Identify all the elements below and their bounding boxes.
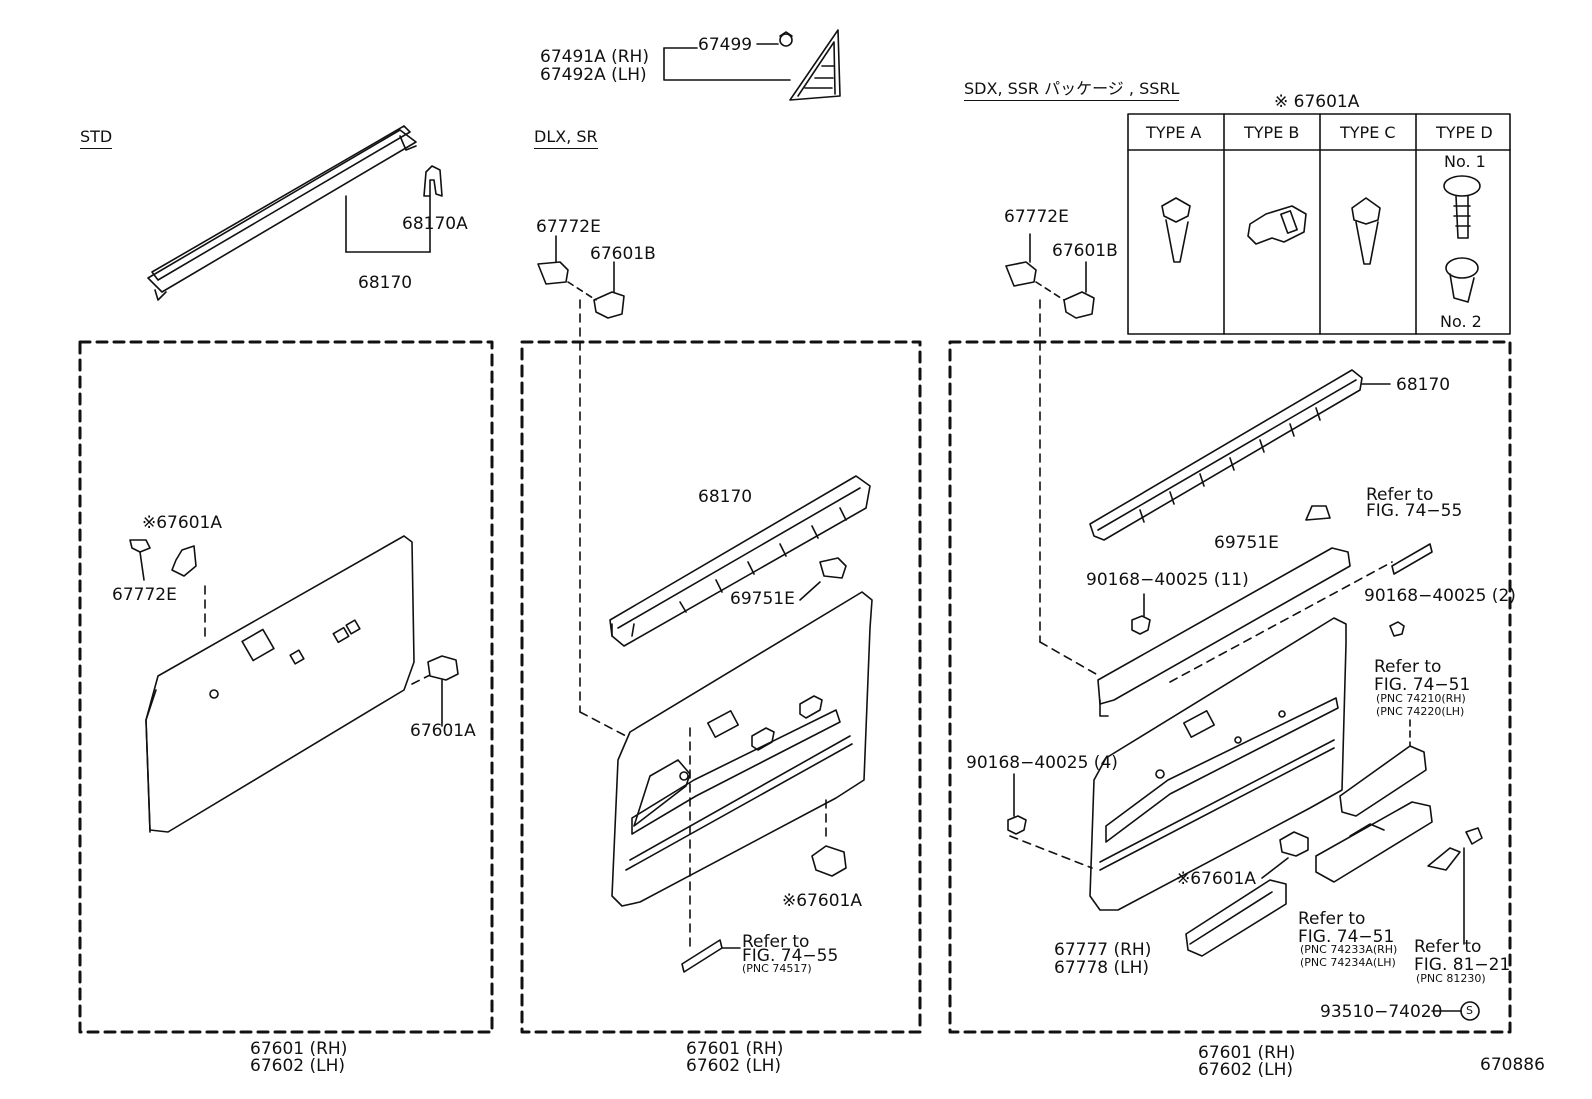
dlx-header: DLX, SR	[534, 128, 598, 149]
dlx-ref-1: Refer to	[742, 932, 810, 952]
sdx-ref-d-3: (PNC 81230)	[1416, 972, 1486, 985]
dlx-69751e: 69751E	[730, 589, 795, 609]
label-67499: 67499	[698, 35, 753, 55]
sdx-screw-2: 90168−40025 (2)	[1364, 586, 1516, 606]
triangle-cover	[663, 29, 841, 101]
type-d-label: TYPE D	[1436, 123, 1493, 142]
dlx-ref-2: FIG. 74−55	[742, 946, 839, 966]
sdx-ref-b-1: Refer to	[1374, 657, 1442, 677]
std-67601a-star: ※67601A	[142, 513, 222, 533]
sdx-ref-b-4: (PNC 74220(LH)	[1376, 705, 1465, 718]
sdx-67601b: 67601B	[1052, 241, 1118, 261]
sdx-ref-c-4: (PNC 74234A(LH)	[1300, 956, 1396, 969]
dlx-ref-3: (PNC 74517)	[742, 962, 812, 975]
sdx-ref-c-1: Refer to	[1298, 909, 1366, 929]
type-table	[1127, 113, 1511, 335]
dlx-lh: 67602 (LH)	[686, 1056, 782, 1076]
s-mark	[1431, 1001, 1480, 1021]
figure-number: 670886	[1480, 1055, 1545, 1075]
sdx-ref-d-2: FIG. 81−21	[1414, 955, 1511, 975]
type-table-title: ※ 67601A	[1274, 92, 1360, 112]
type-d-no1: No. 1	[1444, 152, 1486, 171]
dlx-67601b: 67601B	[590, 244, 656, 264]
sdx-ref-c-2: FIG. 74−51	[1298, 927, 1395, 947]
std-lh: 67602 (LH)	[250, 1056, 346, 1076]
sdx-clips	[1005, 233, 1097, 675]
sdx-screw-11: 90168−40025 (11)	[1086, 570, 1249, 590]
sdx-67772e: 67772E	[1004, 207, 1069, 227]
std-68170: 68170	[358, 273, 413, 293]
label-67492a: 67492A (LH)	[540, 65, 647, 85]
frame-sdx	[948, 340, 1512, 1034]
sdx-67777: 67777 (RH)	[1054, 940, 1152, 960]
sdx-ref-b-2: FIG. 74−51	[1374, 675, 1471, 695]
sdx-ref-d-1: Refer to	[1414, 937, 1482, 957]
dlx-68170: 68170	[698, 487, 753, 507]
sdx-armrests	[1185, 719, 1483, 957]
frame-std	[78, 340, 494, 1034]
sdx-rh: 67601 (RH)	[1198, 1043, 1296, 1063]
dlx-67772e: 67772E	[536, 217, 601, 237]
sdx-93510: 93510−74020	[1320, 1002, 1443, 1022]
dlx-clips	[537, 235, 627, 737]
std-rh: 67601 (RH)	[250, 1039, 348, 1059]
dlx-rh: 67601 (RH)	[686, 1039, 784, 1059]
std-door-panel	[129, 535, 459, 833]
sdx-67778: 67778 (LH)	[1054, 958, 1150, 978]
dlx-door-panel	[611, 557, 873, 973]
sdx-67601a-star: ※67601A	[1176, 869, 1256, 889]
sdx-weatherstrip	[1089, 369, 1391, 541]
sdx-ref-a-2: FIG. 74−55	[1366, 501, 1463, 521]
type-a-label: TYPE A	[1146, 123, 1202, 142]
std-header: STD	[80, 128, 113, 149]
std-weatherstrip	[147, 125, 443, 301]
sdx-upper-trim	[1097, 543, 1433, 717]
dlx-weatherstrip	[609, 475, 871, 647]
std-67772e: 67772E	[112, 585, 177, 605]
sdx-door-panel	[1007, 505, 1405, 911]
sdx-68170: 68170	[1396, 375, 1451, 395]
label-67491a: 67491A (RH)	[540, 47, 649, 67]
std-68170a: 68170A	[402, 214, 468, 234]
sdx-ref-c-3: (PNC 74233A(RH)	[1300, 943, 1398, 956]
sdx-lh: 67602 (LH)	[1198, 1060, 1294, 1080]
sdx-69751e: 69751E	[1214, 533, 1279, 553]
type-d-no2: No. 2	[1440, 312, 1482, 331]
s-mark-letter: S	[1466, 1004, 1473, 1017]
type-c-label: TYPE C	[1340, 123, 1396, 142]
dlx-67601a-star: ※67601A	[782, 891, 862, 911]
sdx-ref-a-1: Refer to	[1366, 485, 1434, 505]
type-b-label: TYPE B	[1244, 123, 1300, 142]
sdx-screw-4: 90168−40025 (4)	[966, 753, 1118, 773]
sdx-ref-b-3: (PNC 74210(RH)	[1376, 692, 1466, 705]
std-67601a: 67601A	[410, 721, 476, 741]
sdx-header: SDX, SSR パッケージ , SSRL	[964, 80, 1180, 101]
